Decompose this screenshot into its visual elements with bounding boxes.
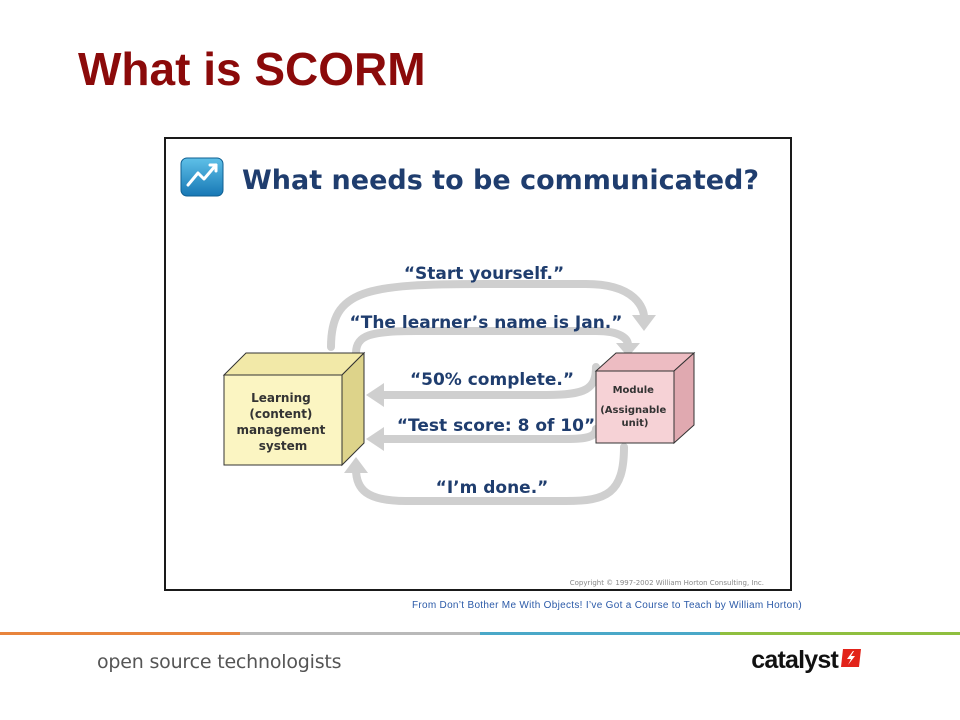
module-label-line-1: Module (613, 385, 655, 396)
catalyst-logo: catalyst (751, 648, 862, 673)
lms-cube: Learning (content) management system (222, 351, 366, 467)
footer-color-bar (0, 632, 960, 635)
figure-caption: From Don’t Bother Me With Objects! I’ve … (411, 600, 802, 611)
message-start-yourself: “Start yourself.” (404, 264, 564, 284)
lms-label-line-2: (content) (249, 407, 312, 421)
module-label-line-2: (Assignable (600, 405, 666, 416)
figure-heading: What needs to be communicated? (242, 165, 759, 196)
footer-bar-segment (0, 632, 240, 635)
lms-label-line-1: Learning (251, 391, 311, 405)
module-label-line-3: unit) (621, 418, 648, 429)
arrow-done (344, 443, 628, 505)
diagram-canvas: What needs to be communicated? (180, 157, 764, 587)
arrow-learner-name (352, 327, 640, 357)
footer-bar-segment (720, 632, 960, 635)
chart-arrow-icon (180, 157, 224, 197)
lms-label-line-4: system (259, 439, 308, 453)
arrow-start-yourself (327, 280, 656, 351)
module-cube: Module (Assignable unit) (594, 351, 696, 445)
figure-copyright: Copyright © 1997-2002 William Horton Con… (570, 579, 764, 587)
message-test-score: “Test score: 8 of 10” (397, 416, 595, 436)
slide-title: What is SCORM (78, 43, 426, 95)
message-learner-name: “The learner’s name is Jan.” (350, 313, 623, 333)
message-done: “I’m done.” (436, 478, 549, 498)
message-percent-complete: “50% complete.” (410, 370, 574, 390)
lightning-flag-icon (840, 648, 862, 673)
lms-label-line-3: management (236, 423, 325, 437)
footer-tagline: open source technologists (97, 651, 342, 673)
scorm-diagram-figure: What needs to be communicated? (164, 137, 792, 591)
svg-text:Learning (content): Learning (content) management system (236, 391, 329, 453)
footer-bar-segment (240, 632, 480, 635)
svg-text:Module (Assignable: Module (Assignable unit) (600, 385, 670, 429)
footer-bar-segment (480, 632, 720, 635)
logo-wordmark: catalyst (751, 646, 839, 674)
